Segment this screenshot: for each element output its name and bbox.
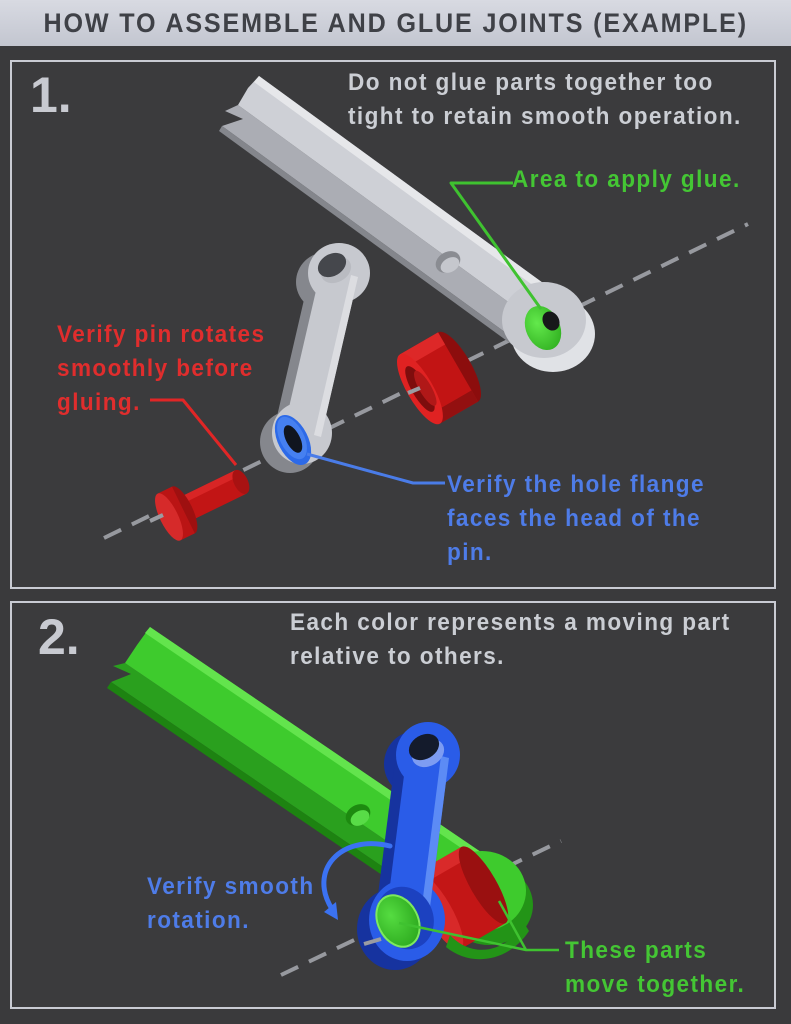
- move-together-label: These parts move together.: [565, 937, 746, 998]
- green-pin-head: [375, 894, 421, 948]
- flange-leader-line: [306, 452, 445, 485]
- panel1-illustration: [103, 76, 749, 541]
- flange-label: Verify the hole flange faces the head of…: [447, 471, 705, 566]
- glue-area-label: Area to apply glue.: [512, 166, 741, 193]
- long-arm-part: [219, 76, 595, 372]
- rotation-arrow: [321, 841, 393, 920]
- axis-dash-in-bushing: [407, 386, 421, 395]
- glue-leader-line: [449, 181, 543, 310]
- blue-link-part: [357, 722, 460, 970]
- panel2-note: Each color represents a moving part rela…: [290, 609, 731, 670]
- pin-leader-line: [150, 398, 238, 466]
- smooth-rotation-label: Verify smooth rotation.: [147, 873, 315, 934]
- axis-dash-on-pin: [149, 513, 164, 523]
- panel1-note: Do not glue parts together too tight to …: [348, 69, 742, 130]
- step-number-2: 2.: [38, 609, 80, 665]
- together-leader-lines: [398, 900, 559, 952]
- axis-dash-on-lobe: [363, 937, 382, 946]
- small-link-part: [260, 243, 370, 473]
- panel2-illustration: [107, 627, 562, 977]
- green-lobe-rim-front: [446, 923, 529, 960]
- panel-step-2: 2. Each color represents a moving part r…: [10, 601, 776, 1009]
- pin-part: [155, 469, 250, 541]
- page-title: HOW TO ASSEMBLE AND GLUE JOINTS (EXAMPLE…: [43, 7, 748, 38]
- panel-step-1: 1. Do not glue parts together too tight …: [10, 60, 776, 589]
- pin-rotation-label: Verify pin rotates smoothly before gluin…: [57, 321, 266, 416]
- bushing-part: [396, 331, 482, 425]
- step-number-1: 1.: [30, 67, 72, 123]
- title-bar: HOW TO ASSEMBLE AND GLUE JOINTS (EXAMPLE…: [0, 0, 791, 46]
